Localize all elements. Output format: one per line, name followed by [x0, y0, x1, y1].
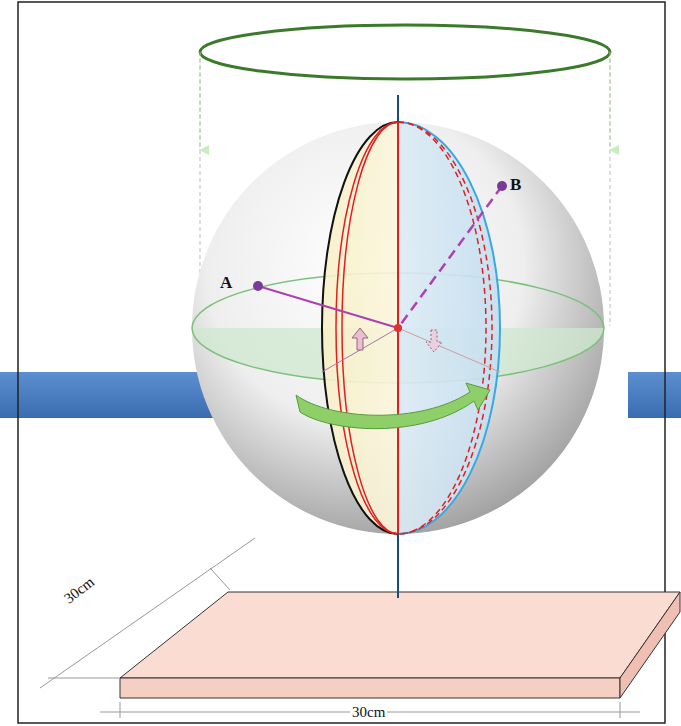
dimension-label: 30cm: [60, 573, 99, 608]
point-label: A: [220, 274, 232, 291]
point-label: B: [510, 176, 521, 193]
dimension-label: 30cm: [350, 705, 387, 720]
